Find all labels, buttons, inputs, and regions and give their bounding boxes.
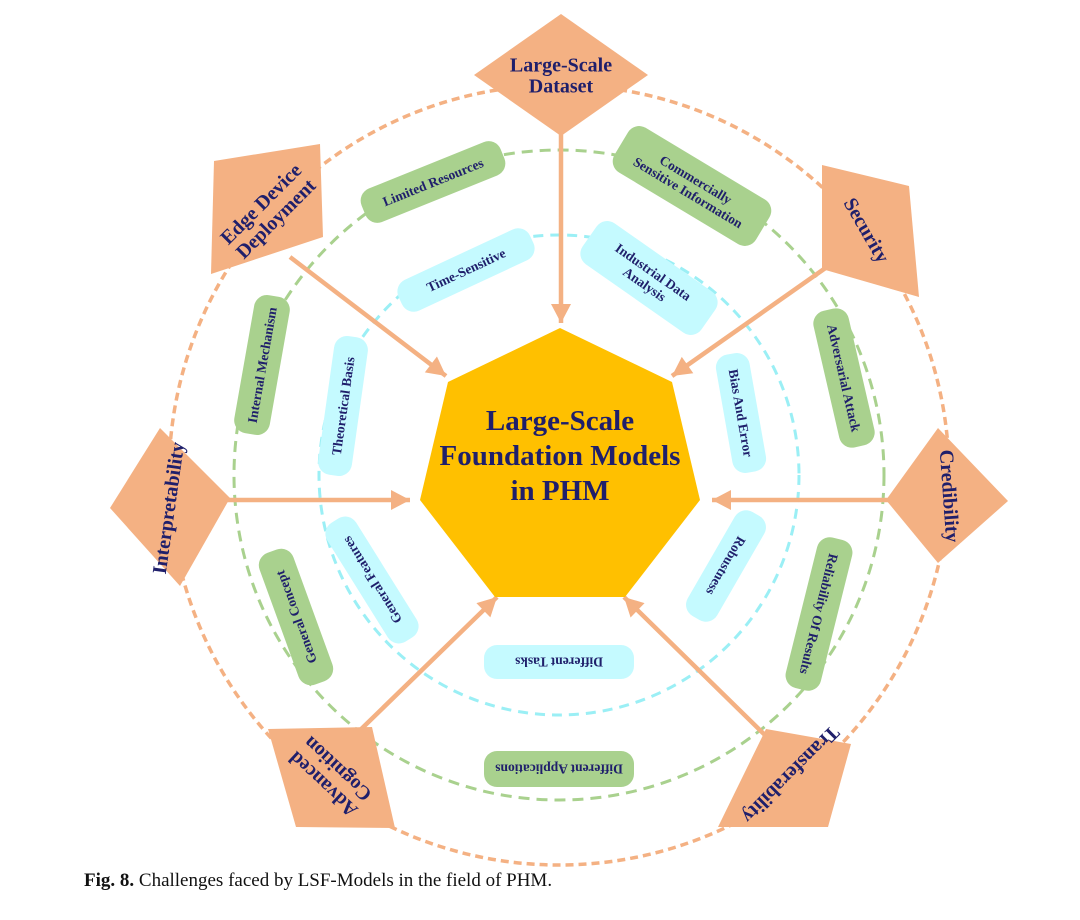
inner-label-bias-and-error: Bias And Error [715, 353, 767, 473]
challenge-label-line: Dataset [529, 76, 594, 98]
outer-label-limited-resources: Limited Resources [360, 141, 506, 223]
outer-label-reliability-of-results: Reliability Of Results [785, 537, 853, 691]
challenge-label-line: Large-Scale [510, 55, 612, 77]
outer-label-text-line: Different Applications [495, 761, 623, 776]
challenge-diamond [718, 729, 851, 827]
outer-label-box [612, 126, 772, 246]
inner-label-box [715, 353, 767, 473]
challenge-diamond [474, 14, 648, 136]
caption-text: Challenges faced by LSF-Models in the fi… [134, 870, 553, 891]
outer-label-adversarial-attack: Adversarial Attack [813, 308, 875, 448]
outer-label-commercially-sensitive-information: CommerciallySensitive Information [612, 126, 772, 246]
challenge-diamond [268, 727, 395, 828]
arrow [622, 595, 770, 740]
arrow [551, 104, 571, 323]
inner-label-time-sensitive: Time-Sensitive [397, 228, 535, 312]
arrow [350, 595, 499, 740]
outer-label-box [360, 141, 506, 223]
challenge-edge-device-deployment: Edge DeviceDeployment [211, 144, 323, 274]
inner-label-box [318, 335, 368, 477]
arrow [212, 490, 410, 510]
outer-label-box [258, 548, 334, 686]
arrow [712, 490, 914, 510]
challenge-credibility: Credibility [886, 428, 1008, 563]
center-title-line2: Foundation Models [440, 440, 681, 472]
inner-label-theoretical-basis: Theoretical Basis [318, 335, 368, 477]
figure-caption: Fig. 8. Challenges faced by LSF-Models i… [84, 870, 552, 892]
challenge-diamond [886, 428, 1008, 563]
inner-label-different-tasks: Different Tasks [484, 645, 634, 679]
challenge-security: Security [822, 165, 919, 297]
inner-label-box [580, 221, 718, 335]
center-title-line1: Large-Scale [486, 405, 634, 437]
outer-label-box [813, 308, 875, 448]
inner-label-box [686, 510, 766, 622]
challenge-diamond [110, 428, 230, 586]
inner-label-box [325, 516, 419, 644]
challenge-transferability: Transferability [718, 721, 851, 828]
inner-label-general-features: General Features [325, 516, 419, 644]
inner-label-industrial-data-analysis: Industrial DataAnalysis [580, 221, 718, 335]
challenge-diamond [211, 144, 323, 274]
challenge-diamond [822, 165, 919, 297]
challenge-interpretability: Interpretability [110, 428, 230, 586]
outer-label-box [785, 537, 853, 691]
center-heptagon [420, 328, 700, 597]
outer-label-text: Different Applications [495, 761, 623, 776]
challenge-advanced-cognition: AdvancedCognition [268, 727, 395, 828]
outer-label-box [234, 294, 290, 436]
arrow [670, 260, 836, 378]
outer-label-box [484, 751, 634, 787]
inner-label-text-line: Different Tasks [515, 654, 603, 669]
inner-label-box [484, 645, 634, 679]
arrow [288, 255, 448, 378]
inner-label-box [397, 228, 535, 312]
outer-label-different-applications: Different Applications [484, 751, 634, 787]
caption-prefix: Fig. 8. [84, 870, 135, 891]
outer-label-internal-mechanism: Internal Mechanism [234, 294, 290, 436]
inner-label-text: Different Tasks [515, 654, 603, 669]
center-title-line3: in PHM [510, 475, 609, 507]
